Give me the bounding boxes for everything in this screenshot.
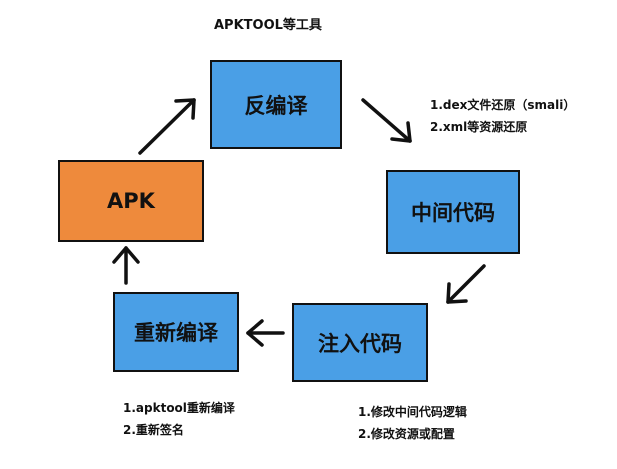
recompile-notes: 1.apktool重新编译 2.重新签名 [123,397,235,441]
arrow-recompile-to-apk [112,246,140,285]
decompile-note-2: 2.xml等资源还原 [430,120,528,134]
decompile-node: 反编译 [210,60,342,149]
decompile-note-1: 1.dex文件还原（smali） [430,98,576,112]
diagram-title: APKTOOL等工具 [214,18,322,33]
decompile-notes: 1.dex文件还原（smali） 2.xml等资源还原 [430,94,575,138]
recompile-note-2: 2.重新签名 [123,423,184,437]
recompile-node: 重新编译 [113,292,239,372]
inject-notes: 1.修改中间代码逻辑 2.修改资源或配置 [358,401,467,445]
arrow-decompile-to-intermediate [361,98,412,143]
inject-note-1: 1.修改中间代码逻辑 [358,405,467,419]
arrow-intermediate-to-inject [446,264,486,304]
apk-node: APK [58,160,204,242]
inject-note-2: 2.修改资源或配置 [358,427,455,441]
arrow-inject-to-recompile [246,319,285,347]
intermediate-code-node: 中间代码 [386,170,520,254]
recompile-note-1: 1.apktool重新编译 [123,401,235,415]
inject-code-node: 注入代码 [292,303,428,382]
arrow-apk-to-decompile [138,98,196,155]
